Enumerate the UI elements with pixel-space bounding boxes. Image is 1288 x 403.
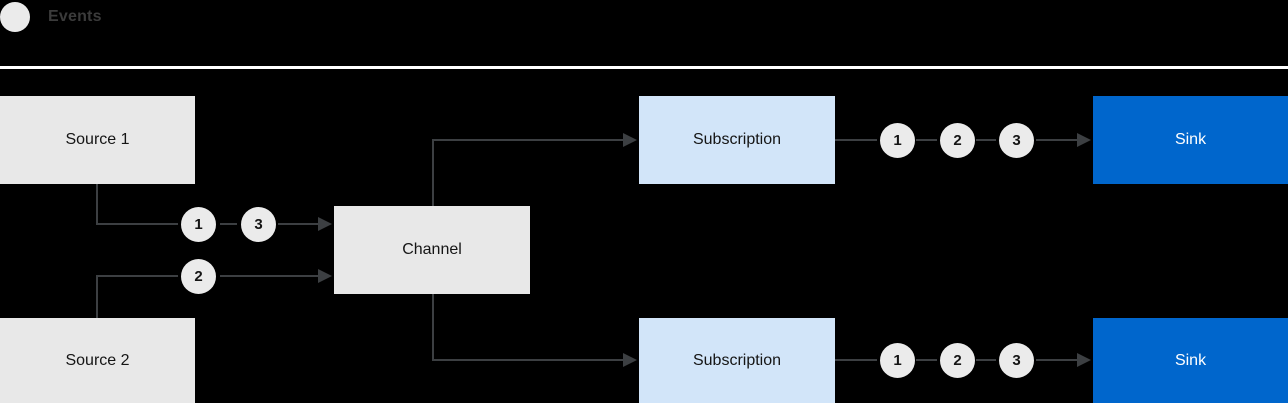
node-label: Subscription	[692, 131, 782, 148]
legend-label: Events	[48, 8, 102, 25]
node-label: Subscription	[692, 351, 782, 369]
event-bubble: 3	[241, 207, 276, 242]
event-bubble: 2	[940, 343, 975, 378]
node-sink-1[interactable]: Sink	[1093, 96, 1288, 184]
node-source-1[interactable]: Source 1	[0, 96, 195, 184]
node-label: Source 2	[65, 351, 130, 369]
node-subscription-2[interactable]: Subscription	[639, 318, 835, 403]
node-sink-2[interactable]: Sink	[1093, 318, 1288, 403]
divider	[0, 66, 1288, 69]
event-bubble: 1	[880, 123, 915, 158]
event-bubble: 3	[999, 123, 1034, 158]
legend: Events	[0, 0, 102, 34]
event-bubble: 2	[940, 123, 975, 158]
node-label: Sink	[1174, 131, 1207, 148]
event-bubble: 1	[181, 207, 216, 242]
event-bubble: 1	[880, 343, 915, 378]
node-subscription-1[interactable]: Subscription	[639, 96, 835, 184]
event-bubble: 3	[999, 343, 1034, 378]
node-source-2[interactable]: Source 2	[0, 318, 195, 403]
node-label: Source 1	[65, 131, 130, 148]
node-label: Channel	[402, 241, 462, 258]
event-bubble: 2	[181, 259, 216, 294]
node-label: Sink	[1174, 351, 1207, 369]
node-channel[interactable]: Channel	[334, 206, 530, 294]
event-dot-icon	[0, 2, 30, 32]
